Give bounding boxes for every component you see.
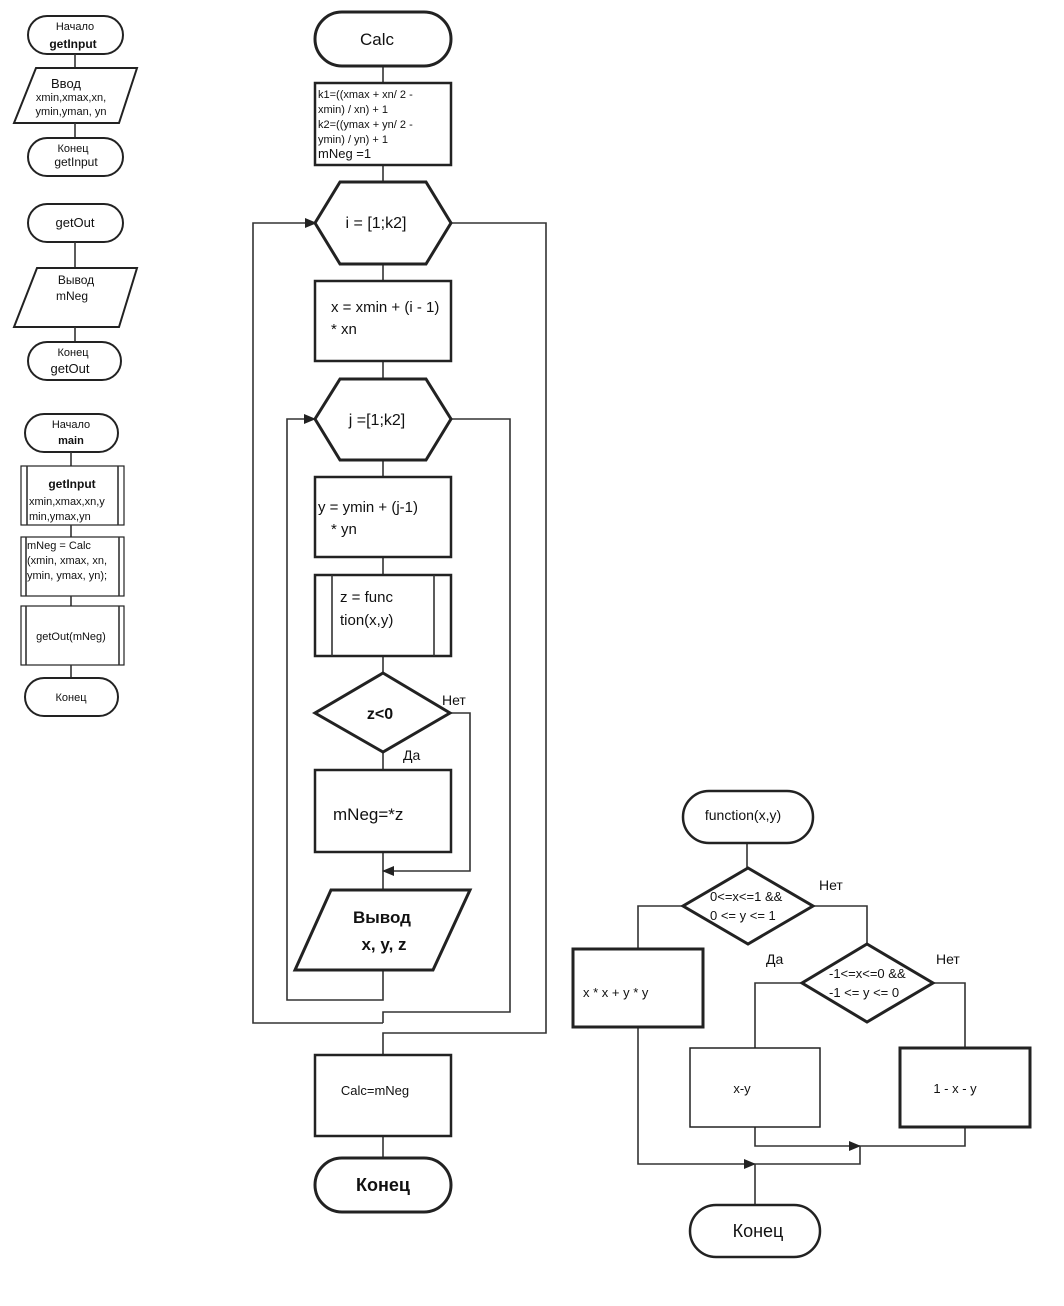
function-ret3-process [898, 1046, 1032, 1129]
calc-start-terminator [313, 10, 453, 68]
main-call-getout-label: getOut(mNeg) [36, 631, 106, 643]
calc-y-line1: y = ymin + (j-1) [318, 499, 418, 516]
function-start-terminator [681, 789, 815, 845]
function-cond1-line2: 0 <= y <= 1 [710, 908, 776, 923]
main-end-terminator [24, 677, 119, 717]
getinput-flow: Начало getInput Ввод xmin,xmax,xn, ymin,… [12, 15, 139, 177]
calc-assign-process [313, 768, 453, 854]
calc-init-line5: mNeg =1 [318, 146, 371, 161]
function-ret3-label: 1 - x - y [933, 1081, 977, 1096]
getinput-end-label: Конец [57, 143, 89, 155]
getinput-start-label: Начало [56, 21, 94, 33]
calc-cond-yes-label: Да [403, 747, 420, 763]
getinput-input-parallelogram [12, 67, 139, 124]
getout-flow: getOut Вывод mNeg Конец getOut [12, 203, 139, 381]
main-call-getinput-args-1: xmin,xmax,xn,y [29, 496, 105, 508]
function-ret2-label: x-y [733, 1081, 751, 1096]
getout-end-label: Конец [57, 347, 89, 359]
main-call-getinput-args-2: min,ymax,yn [29, 511, 91, 523]
calc-z-line2: tion(x,y) [340, 612, 393, 629]
calc-init-line2: xmin) / xn) + 1 [318, 104, 388, 116]
getinput-end-terminator [27, 137, 124, 177]
main-start-label: Начало [52, 419, 90, 431]
calc-loop-j-hexagon [313, 377, 453, 462]
getout-start-label: getOut [55, 215, 94, 230]
getinput-input-label: Ввод [51, 76, 81, 91]
calc-flow: Calc k1=((xmax + xn/ 2 - xmin) / xn) + 1… [252, 10, 547, 1214]
calc-end-terminator [313, 1156, 453, 1214]
calc-output-label: Вывод [353, 908, 411, 927]
calc-z-subroutine [313, 573, 453, 658]
function-cond2-line2: -1 <= y <= 0 [829, 985, 899, 1000]
function-ret2-process [689, 1047, 821, 1128]
calc-loop-i-label: i = [1;k2] [346, 215, 407, 232]
main-call-calc-line3: ymin, ymax, yn); [27, 570, 107, 582]
getinput-start-name: getInput [49, 37, 96, 51]
function-ret1-label: x * x + y * y [583, 985, 649, 1000]
calc-init-line4: ymin) / yn) + 1 [318, 134, 388, 146]
calc-loop-j-label: j =[1;k2] [348, 412, 405, 429]
calc-y-process [313, 475, 453, 559]
function-flow: function(x,y) 0<=x<=1 && 0 <= y <= 1 Нет… [571, 789, 1032, 1259]
calc-init-process [313, 81, 453, 167]
calc-assign-label: mNeg=*z [333, 805, 403, 824]
main-end-label: Конец [55, 692, 87, 704]
getout-output-label: Вывод [58, 273, 94, 287]
main-call-getinput-name: getInput [48, 477, 95, 491]
calc-result-label: Calc=mNeg [341, 1083, 409, 1098]
getinput-input-vars-2: ymin,yman, yn [36, 106, 107, 118]
function-cond1-line1: 0<=x<=1 && [710, 889, 783, 904]
main-call-calc-line2: (xmin, xmax, xn, [27, 555, 107, 567]
calc-init-line1: k1=((xmax + xn/ 2 - [318, 89, 413, 101]
calc-result-process [313, 1053, 453, 1138]
getinput-input-vars-1: xmin,xmax,xn, [36, 92, 106, 104]
calc-cond-diamond [312, 671, 453, 754]
main-call-calc [20, 536, 125, 597]
function-ret1-process [571, 947, 705, 1029]
function-start-label: function(x,y) [705, 807, 781, 823]
calc-init-line3: k2=((ymax + yn/ 2 - [318, 119, 413, 131]
calc-z-line1: z = func [340, 589, 393, 606]
getout-end-name: getOut [50, 361, 89, 376]
function-cond2-no-label: Нет [936, 951, 960, 967]
getout-output-parallelogram [12, 267, 139, 328]
function-end-terminator [688, 1203, 822, 1259]
function-cond1-diamond [680, 866, 816, 946]
calc-start-label: Calc [360, 30, 395, 49]
calc-cond-label: z<0 [367, 706, 393, 723]
calc-output-parallelogram [292, 888, 473, 972]
calc-x-line1: x = xmin + (i - 1) [331, 299, 439, 316]
main-call-calc-line1: mNeg = Calc [27, 540, 91, 552]
main-call-getout [20, 605, 125, 666]
main-start-name: main [58, 435, 84, 447]
calc-output-vars: x, y, z [361, 935, 406, 954]
calc-y-line2: * yn [331, 521, 357, 538]
getout-output-var: mNeg [56, 289, 88, 303]
main-flow: Начало main getInput xmin,xmax,xn,y min,… [20, 413, 125, 717]
function-cond2-yes-label: Да [766, 951, 783, 967]
function-cond1-no-label: Нет [819, 877, 843, 893]
calc-loop-i-hexagon [313, 180, 453, 266]
main-call-getinput [20, 465, 125, 526]
function-cond2-diamond [799, 942, 936, 1024]
getinput-end-name: getInput [54, 155, 98, 169]
function-cond2-line1: -1<=x<=0 && [829, 966, 906, 981]
function-end-label: Конец [733, 1221, 784, 1241]
getout-end-terminator [27, 341, 122, 381]
calc-end-label: Конец [356, 1175, 410, 1195]
calc-cond-no-label: Нет [442, 692, 466, 708]
calc-x-line2: * xn [331, 321, 357, 338]
calc-x-process [313, 279, 453, 363]
